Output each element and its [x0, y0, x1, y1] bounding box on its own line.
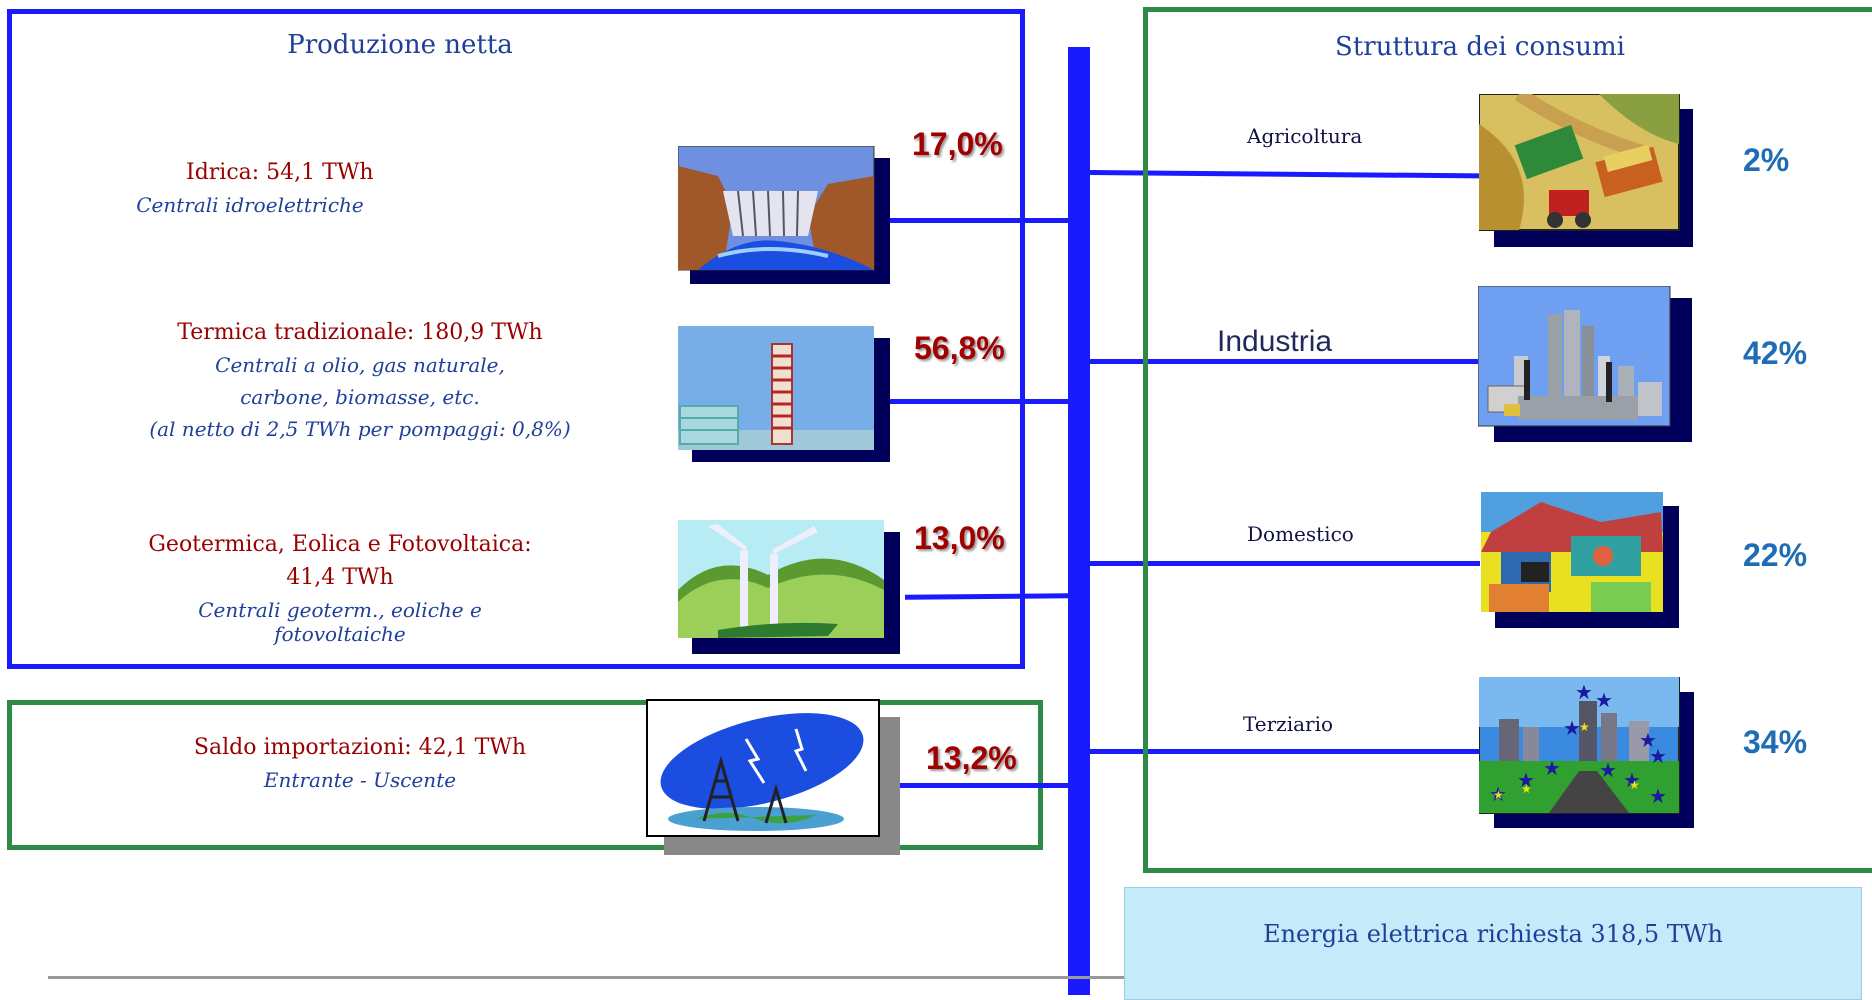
svg-text:★: ★ — [1521, 782, 1532, 796]
thermal-text: Termica tradizionale: 180,9 TWh Centrali… — [120, 320, 600, 441]
thermal-desc-2: carbone, biomasse, etc. — [240, 385, 480, 409]
percent-terziario: 34% — [1743, 724, 1808, 760]
thermal-plant-image — [678, 326, 890, 462]
renewables-text: Geotermica, Eolica e Fotovoltaica: 41,4 … — [140, 532, 540, 646]
svg-text:★: ★ — [1595, 688, 1613, 712]
renewables-desc: Centrali geoterm., eoliche e fotovoltaic… — [198, 598, 482, 646]
svg-text:★: ★ — [1623, 768, 1641, 792]
imports-panel — [7, 700, 1043, 850]
domestic-image — [1481, 492, 1679, 628]
svg-text:★: ★ — [1543, 756, 1561, 780]
total-demand-box: Energia elettrica richiesta 318,5 TWh — [1124, 887, 1862, 1000]
sector-terziario: Terziario — [1243, 712, 1334, 736]
renewables-name-2: 41,4 TWh — [286, 565, 394, 590]
svg-text:★: ★ — [1649, 744, 1667, 768]
industry-image — [1478, 286, 1692, 442]
hydro-text: Idrica: 54,1 TWh Centrali idroelettriche — [120, 160, 380, 217]
renewables-name: Geotermica, Eolica e Fotovoltaica: — [148, 532, 532, 557]
thermal-desc-1: Centrali a olio, gas naturale, — [215, 353, 505, 377]
svg-text:★: ★ — [1639, 728, 1657, 752]
imports-percent: 13,2% — [926, 740, 1017, 776]
svg-text:★: ★ — [1649, 784, 1667, 808]
imports-name: Saldo importazioni: 42,1 TWh — [193, 735, 527, 760]
connector-thermal — [890, 399, 1070, 404]
hydro-name: Idrica: 54,1 TWh — [186, 160, 374, 185]
production-panel — [7, 9, 1025, 669]
percent-industria: 42% — [1743, 335, 1808, 371]
central-bus-line — [1068, 47, 1090, 995]
imports-text: Saldo importazioni: 42,1 TWh Entrante - … — [160, 735, 560, 792]
connector-hydro — [890, 218, 1070, 223]
hydro-desc: Centrali idroelettriche — [136, 193, 364, 217]
agriculture-image — [1479, 94, 1694, 248]
renewables-percent: 13,0% — [914, 520, 1005, 556]
thermal-percent: 56,8% — [914, 330, 1005, 366]
hydro-dam-image — [678, 146, 890, 284]
production-title: Produzione netta — [287, 30, 513, 60]
imports-desc: Entrante - Uscente — [263, 768, 457, 792]
imports-grid-image — [646, 699, 900, 855]
connector-terziario — [1090, 749, 1480, 754]
connector-domestico — [1090, 561, 1480, 566]
connector-imports — [900, 783, 1070, 788]
wind-turbine-image — [678, 520, 900, 654]
svg-text:★: ★ — [1575, 680, 1593, 704]
connector-renewables — [904, 593, 1071, 600]
svg-text:★: ★ — [1489, 782, 1507, 806]
total-demand-label: Energia elettrica richiesta 318,5 TWh — [1263, 920, 1723, 948]
percent-agricoltura: 2% — [1743, 142, 1790, 178]
svg-text:★: ★ — [1599, 758, 1617, 782]
sector-industria: Industria — [1217, 325, 1333, 358]
consumption-panel — [1143, 7, 1872, 873]
hydro-percent: 17,0% — [912, 126, 1003, 162]
services-city-image: ★★★★★★★★★★★ ★★★★ — [1479, 677, 1695, 829]
svg-text:★: ★ — [1579, 720, 1590, 734]
sector-agricoltura: Agricoltura — [1247, 124, 1363, 148]
sector-domestico: Domestico — [1247, 522, 1354, 546]
footer-rule — [48, 976, 1124, 979]
svg-text:★: ★ — [1517, 768, 1535, 792]
thermal-name: Termica tradizionale: 180,9 TWh — [177, 320, 543, 345]
svg-text:★: ★ — [1563, 716, 1581, 740]
thermal-desc-3: (al netto di 2,5 TWh per pompaggi: 0,8%) — [149, 417, 571, 441]
svg-text:★: ★ — [1629, 778, 1640, 792]
svg-text:★: ★ — [1493, 788, 1504, 802]
percent-domestico: 22% — [1743, 537, 1808, 573]
consumption-title: Struttura dei consumi — [1335, 32, 1625, 62]
connector-industria — [1090, 359, 1480, 364]
